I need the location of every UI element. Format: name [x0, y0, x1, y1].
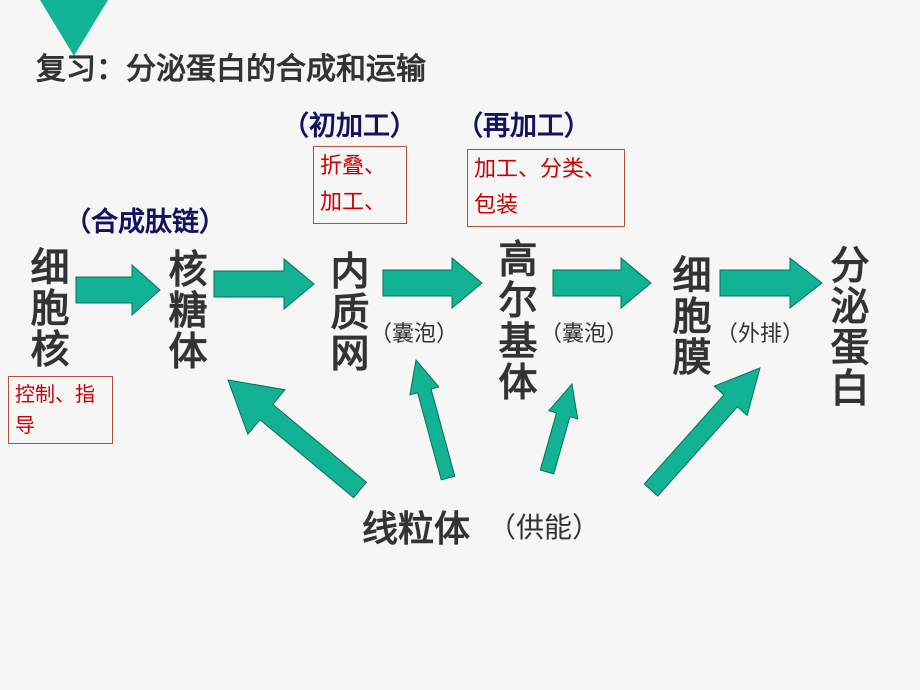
arrow-nucleus-to-ribosome-icon — [75, 263, 161, 317]
note-exocytosis: （外排） — [716, 322, 805, 347]
stage-peptide-synthesis: （合成肽链） — [64, 207, 226, 238]
note-vesicle-2: （囊泡） — [540, 322, 629, 347]
organelle-nucleus: 细胞核 — [30, 246, 70, 373]
arrow-golgi-to-membrane-icon — [552, 256, 652, 310]
decorative-triangle — [40, 0, 108, 56]
arrow-mito-to-er-icon — [409, 358, 456, 481]
stage-second-processing: （再加工） — [456, 111, 591, 142]
mitochondria-label: 线粒体 — [362, 509, 471, 550]
stage-first-processing: （初加工） — [282, 111, 417, 142]
organelle-golgi: 高尔基体 — [498, 238, 538, 406]
arrow-mito-to-golgi-icon — [539, 382, 579, 475]
golgi-function-box: 加工、分类、包装 — [467, 149, 625, 227]
organelle-membrane: 细胞膜 — [672, 254, 712, 381]
organelle-ribosome: 核糖体 — [168, 248, 208, 375]
note-vesicle-1: （囊泡） — [370, 322, 459, 347]
arrow-mito-to-ribosome-icon — [227, 379, 368, 499]
er-function-box: 折叠、加工、 — [313, 146, 407, 224]
arrow-er-to-golgi-icon — [382, 256, 483, 310]
arrow-ribosome-to-er-icon — [213, 257, 315, 311]
arrow-membrane-to-protein-icon — [719, 256, 823, 310]
mitochondria-note: （供能） — [488, 511, 601, 544]
slide-title: 复习：分泌蛋白的合成和运输 — [36, 52, 426, 87]
nucleus-function-box: 控制、指导 — [8, 376, 113, 444]
arrow-mito-to-membrane-icon — [643, 367, 761, 497]
organelle-er: 内质网 — [330, 250, 370, 377]
organelle-secreted-protein: 分泌蛋白 — [830, 244, 870, 412]
